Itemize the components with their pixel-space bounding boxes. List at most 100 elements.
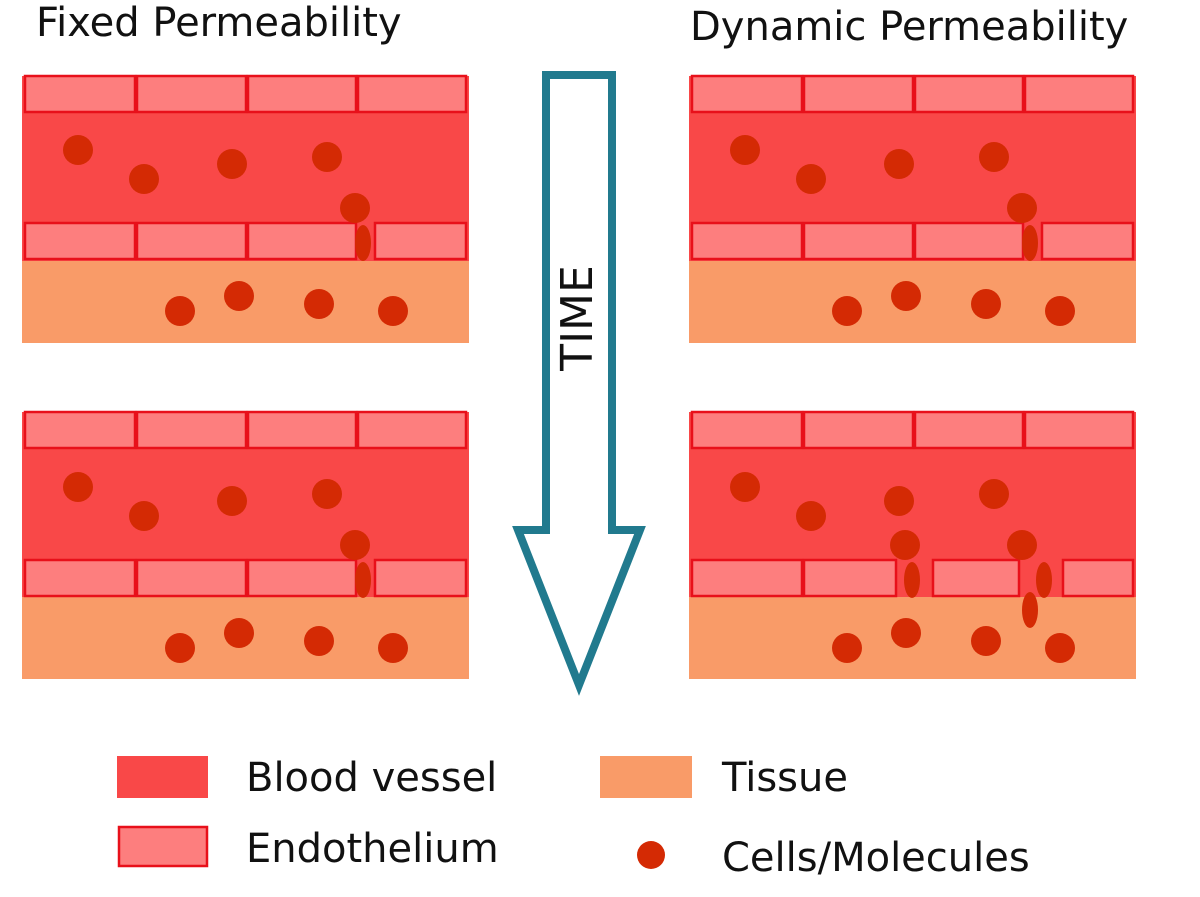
panel-fixed-before [22, 74, 469, 343]
endothelial-cell [373, 558, 468, 598]
cell-molecule [730, 472, 760, 502]
cell-transmigrating [355, 562, 371, 598]
endothelial-cell [802, 410, 915, 450]
endothelial-cell [690, 558, 804, 598]
cell-molecule [165, 296, 195, 326]
cell-molecule [890, 530, 920, 560]
cell-molecule [63, 472, 93, 502]
endothelial-cell [913, 410, 1025, 450]
cell-molecule [891, 281, 921, 311]
endothelial-cell [246, 221, 358, 261]
cell-molecule [378, 633, 408, 663]
cell-molecule [971, 626, 1001, 656]
endothelial-cell [135, 221, 248, 261]
endothelial-cell [690, 221, 804, 261]
cells-group [730, 472, 1075, 663]
fixed-permeability-title: Fixed Permeability [36, 0, 402, 46]
endothelium-top-layer [23, 410, 468, 450]
cell-molecule [340, 193, 370, 223]
cells-group [63, 472, 408, 663]
cell-molecule [224, 281, 254, 311]
cell-molecule [224, 618, 254, 648]
cell-molecule [165, 633, 195, 663]
endothelium-top-layer [23, 74, 468, 114]
legend-label-endothelium: Endothelium [246, 826, 499, 872]
cell-transmigrating [355, 225, 371, 261]
time-label: TIME [552, 265, 603, 372]
endothelium-bottom-layer [690, 558, 1135, 598]
endothelial-cell [135, 410, 248, 450]
cell-transmigrating [1022, 592, 1038, 628]
endothelial-cell [135, 558, 248, 598]
legend: Blood vessel Tissue Endothelium Cells/Mo… [117, 755, 1030, 881]
endothelial-cell [802, 558, 898, 598]
cell-molecule [312, 479, 342, 509]
cell-molecule [304, 626, 334, 656]
panel-dynamic-after [689, 410, 1136, 679]
cells-group [63, 135, 408, 326]
legend-swatch-cells [637, 841, 665, 869]
cell-molecule [217, 149, 247, 179]
panel-fixed-after [22, 410, 469, 679]
endothelial-cell [1040, 221, 1135, 261]
endothelial-cell [931, 558, 1021, 598]
endothelial-cell [356, 410, 468, 450]
endothelial-cell [23, 74, 137, 114]
endothelial-cell [246, 558, 358, 598]
endothelial-cell [802, 74, 915, 114]
cell-transmigrating [904, 562, 920, 598]
endothelial-cell [913, 74, 1025, 114]
endothelial-cell [373, 221, 468, 261]
cell-molecule [832, 633, 862, 663]
endothelial-cell [690, 410, 804, 450]
cell-molecule [796, 164, 826, 194]
cell-molecule [1045, 296, 1075, 326]
cell-molecule [378, 296, 408, 326]
endothelial-cell [690, 74, 804, 114]
cell-molecule [340, 530, 370, 560]
cell-molecule [891, 618, 921, 648]
endothelium-bottom-layer [23, 558, 468, 598]
cell-molecule [730, 135, 760, 165]
cell-transmigrating [1022, 225, 1038, 261]
endothelial-cell [1023, 74, 1135, 114]
cell-molecule [63, 135, 93, 165]
endothelial-cell [246, 74, 358, 114]
dynamic-permeability-title: Dynamic Permeability [690, 4, 1128, 50]
endothelial-cell [23, 410, 137, 450]
legend-swatch-tissue [600, 756, 692, 798]
legend-label-cells: Cells/Molecules [722, 835, 1030, 881]
panel-dynamic-before [689, 74, 1136, 343]
endothelial-cell [356, 74, 468, 114]
cell-molecule [129, 501, 159, 531]
cell-molecule [796, 501, 826, 531]
endothelium-top-layer [690, 74, 1135, 114]
cell-molecule [304, 289, 334, 319]
legend-label-tissue: Tissue [721, 755, 848, 801]
cell-molecule [1045, 633, 1075, 663]
cell-molecule [884, 486, 914, 516]
endothelial-cell [135, 74, 248, 114]
endothelial-cell [1023, 410, 1135, 450]
cell-molecule [971, 289, 1001, 319]
cell-molecule [1007, 193, 1037, 223]
endothelium-bottom-layer [23, 221, 468, 261]
cell-molecule [979, 479, 1009, 509]
endothelial-cell [23, 221, 137, 261]
cell-molecule [884, 149, 914, 179]
endothelial-cell [246, 410, 358, 450]
cell-molecule [312, 142, 342, 172]
cell-molecule [217, 486, 247, 516]
cell-transmigrating [1036, 562, 1052, 598]
cell-molecule [129, 164, 159, 194]
endothelial-cell [23, 558, 137, 598]
cells-group [730, 135, 1075, 326]
endothelium-bottom-layer [690, 221, 1135, 261]
cell-molecule [1007, 530, 1037, 560]
time-arrow: TIME [512, 71, 646, 696]
endothelial-cell [1061, 558, 1135, 598]
legend-swatch-endothelium [117, 825, 209, 868]
endothelium-top-layer [690, 410, 1135, 450]
